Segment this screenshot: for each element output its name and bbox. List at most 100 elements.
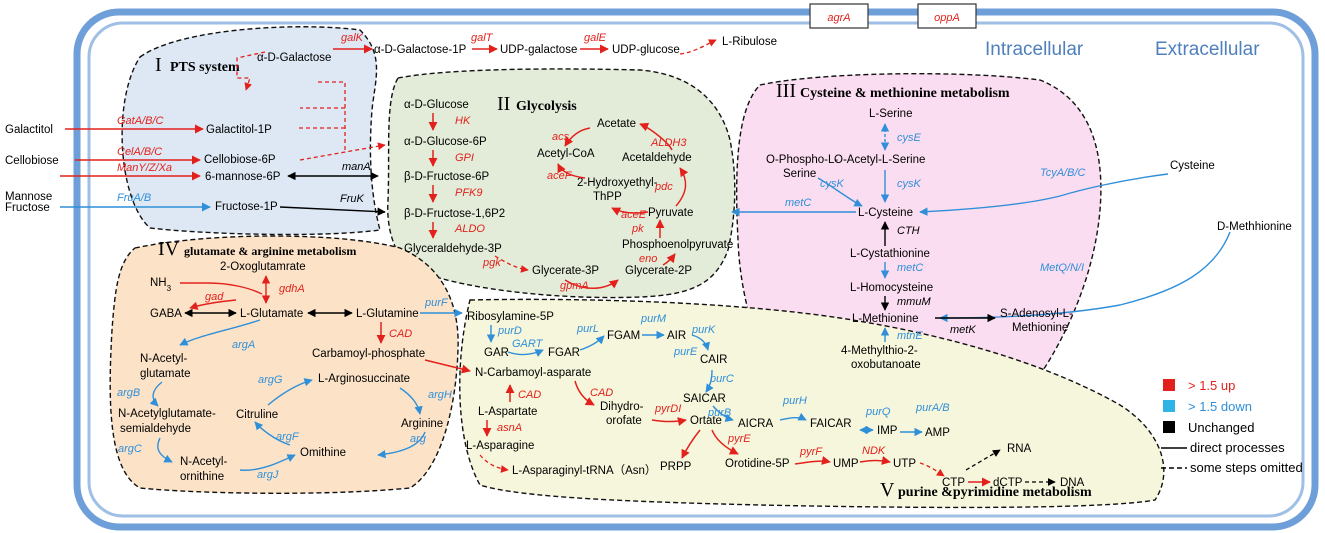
metabolite-l-homocysteine: L-Homocysteine [850, 282, 933, 294]
enzyme-purb: purB [707, 407, 731, 419]
metabolite-a-d-galactose-1p: α-D-Galactose-1P [374, 44, 467, 56]
enzyme-purh: purH [782, 395, 807, 407]
arrow-acef [557, 163, 586, 179]
svg-text:V: V [880, 479, 895, 501]
arrow-purk [691, 334, 710, 351]
enzyme-metc-b: metC [897, 262, 923, 274]
arrow-ortate-prpp [681, 429, 701, 459]
enzyme-purab: purA/B [915, 402, 950, 414]
metabolite-fructose-1p: Fructose-1P [215, 201, 278, 213]
pts-title: I PTS system [155, 54, 240, 76]
enzyme-argh: argH [428, 389, 452, 401]
metabolite-mannose: Mannose [5, 191, 52, 203]
metabolite-hydroxyethyl-thpp-2: ThPP [593, 191, 622, 203]
metabolite-l-cystathionine: L-Cystathionine [850, 248, 930, 260]
metabolite-l-aspartate: L-Aspartate [478, 406, 537, 418]
enzyme-fruab: FruA/B [117, 192, 151, 204]
glutamate-title: IV glutamate & arginine metabolism [158, 238, 356, 260]
metabolite-b-d-fructose-16p2: β-D-Fructose-1,6P2 [404, 208, 505, 220]
metabolite-glycerate-2p: Glycerate-2P [625, 265, 692, 277]
enzyme-gad: gad [205, 291, 224, 303]
enzyme-purk: purK [691, 324, 716, 336]
arrow-gpma [564, 279, 619, 289]
metabolite-cysteine-ext: Cysteine [1170, 160, 1215, 172]
cell-membrane [73, 8, 1319, 531]
metabolite-acetaldehyde: Acetaldehyde [622, 152, 692, 164]
enzyme-arga: argA [232, 339, 255, 351]
enzyme-gpi: GPI [455, 152, 474, 164]
metabolite-mannose-6p: 6-mannose-6P [205, 171, 281, 183]
metabolite-n-acetyl-glutamate-2: glutamate [140, 368, 191, 380]
membrane-transporter-oppA: oppA [917, 3, 977, 29]
legend-unchanged-label: Unchanged [1188, 420, 1255, 435]
metabolite-dctp: dCTP [993, 477, 1023, 489]
metabolite-air: AIR [667, 330, 686, 342]
metabolite-cair: CAIR [700, 354, 727, 366]
metabolite-carbamoyl-phosphate: Carbamoyl-phosphate [312, 348, 425, 360]
metabolite-glyceraldehyde-3p: Glyceraldehyde-3P [404, 243, 502, 255]
enzyme-mmum: mmuM [897, 296, 931, 308]
enzyme-acef: aceF [547, 170, 573, 182]
arrow-aldh3 [639, 122, 673, 151]
dashed-galactitol-link [298, 81, 346, 150]
arrow-argb [149, 381, 163, 407]
metabolite-gar: GAR [484, 347, 509, 359]
enzyme-fruk: FruK [340, 193, 365, 205]
arrow-carbamoyl-to-ncarb [424, 359, 471, 374]
svg-text:III: III [776, 80, 796, 102]
metabolite-omithine: Omithine [300, 447, 346, 459]
metabolite-b-d-fructose-6p: β-D-Fructose-6P [404, 171, 490, 183]
metabolite-dihydroorofate-2: orofate [606, 415, 642, 427]
enzyme-aldo: ALDO [454, 223, 485, 235]
enzyme-purm: purM [640, 313, 667, 325]
metabolite-o-acetyl-l-serine: O-Acetyl-L-Serine [834, 154, 925, 166]
svg-text:Glycolysis: Glycolysis [516, 99, 577, 114]
metabolite-faicar: FAICAR [810, 418, 852, 430]
svg-text:II: II [497, 93, 510, 115]
metabolite-udp-glucose: UDP-glucose [612, 44, 680, 56]
arrow-pyre [711, 429, 739, 455]
metabolite-dna: DNA [1060, 477, 1085, 489]
enzyme-argb: argB [117, 387, 140, 399]
metabolite-ctp: CTP [942, 477, 965, 489]
arrow-pdc [675, 167, 689, 207]
arrow-eno [662, 253, 676, 266]
enzyme-cad-b: CAD [518, 389, 541, 401]
arrow-cad-c [574, 380, 595, 406]
enzyme-pyrdi: pyrDI [654, 403, 681, 415]
metabolite-o-phospho-l-serine-2: Serine [783, 168, 816, 180]
enzyme-gdha: gdhA [279, 283, 305, 295]
enzyme-gale: galE [584, 32, 607, 44]
arrow-cysk-a [817, 177, 863, 207]
metabolite-n-acetyl-ornithine-2: ornithine [180, 471, 224, 483]
metabolite-orotidine-5p: Orotidine-5P [725, 458, 790, 470]
arrow-galactose-branch [236, 51, 266, 91]
arrow-acee [611, 207, 649, 216]
metabolite-l-arginosuccinate: L-Arginosuccinate [318, 373, 410, 385]
enzyme-pure: purE [673, 346, 698, 358]
metabolite-citruline: Citruline [236, 409, 278, 421]
enzyme-argf: argF [276, 431, 300, 443]
arrow-pyrdi [651, 417, 687, 426]
enzyme-argg: argG [258, 374, 283, 386]
metabolite-n-acetylglutamate-semi-2: semialdehyde [120, 423, 191, 435]
metabolite-n-acetyl-ornithine-1: N-Acetyl- [180, 456, 227, 468]
metabolite-ribosylamine-5p: Ribosylamine-5P [467, 311, 554, 323]
svg-text:IV: IV [158, 238, 180, 260]
enzyme-mtne: mtnE [897, 330, 923, 342]
arrow-gad [189, 299, 237, 310]
metabolite-acetyl-coa: Acetyl-CoA [537, 148, 595, 160]
metabolite-d-methhionine: D-Methhionine [1217, 221, 1292, 233]
svg-text:purine &pyrimidine metabolism: purine &pyrimidine metabolism [898, 485, 1092, 500]
arrow-tcyabc [919, 173, 1169, 216]
enzyme-aldh3: ALDH3 [650, 137, 687, 149]
metabolite-glycerate-3p: Glycerate-3P [532, 265, 599, 277]
glutamate-region [109, 235, 459, 494]
enzyme-arg: arg [410, 433, 427, 445]
enzyme-asna: asnA [497, 422, 522, 434]
intracellular-label: Intracellular [985, 39, 1084, 60]
svg-text:I: I [155, 54, 162, 76]
enzyme-pyrf: pyrF [799, 446, 823, 458]
arrow-pgk [494, 255, 529, 273]
